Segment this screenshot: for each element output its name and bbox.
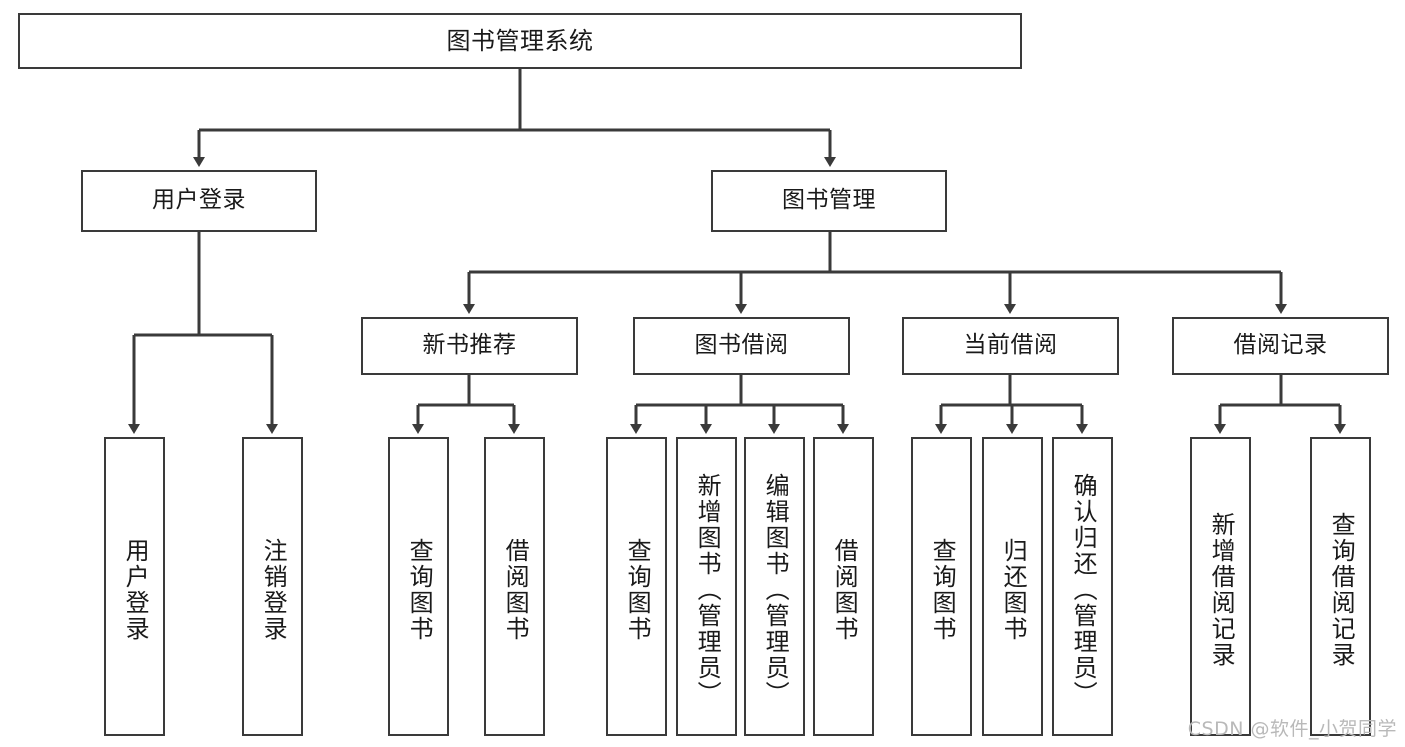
leaf-node-confirm-return-admin[interactable]: 确认归还（管理员） [1052,437,1113,736]
node-label: 当前借阅 [963,332,1058,359]
node-label: 用户登录 [121,537,150,642]
node-label: 新书推荐 [422,332,517,359]
leaf-node-return-books[interactable]: 归还图书 [982,437,1043,736]
node-borrowing-record[interactable]: 借阅记录 [1172,317,1389,375]
node-current-borrowing[interactable]: 当前借阅 [902,317,1119,375]
node-book-management[interactable]: 图书管理 [711,170,947,232]
node-label: 图书借阅 [694,332,789,359]
leaf-node-query-books-rec[interactable]: 查询图书 [388,437,449,736]
node-label: 编辑图书（管理员） [761,472,790,707]
node-label: 查询图书 [405,537,434,642]
node-label: 查询图书 [623,537,652,642]
leaf-node-query-books-borrow[interactable]: 查询图书 [606,437,667,736]
leaf-node-logout[interactable]: 注销登录 [242,437,303,736]
leaf-node-add-borrow-record[interactable]: 新增借阅记录 [1190,437,1251,736]
leaf-node-query-books-current[interactable]: 查询图书 [911,437,972,736]
node-label: 新增图书（管理员） [693,472,722,707]
node-new-book-recommendation[interactable]: 新书推荐 [361,317,578,375]
node-label: 确认归还（管理员） [1069,472,1098,707]
node-root-system[interactable]: 图书管理系统 [18,13,1022,69]
node-label: 用户登录 [152,187,246,214]
node-label: 借阅记录 [1233,332,1328,359]
node-label: 图书管理 [782,187,876,214]
node-label: 新增借阅记录 [1207,511,1236,668]
node-user-login[interactable]: 用户登录 [81,170,317,232]
node-label: 注销登录 [259,537,288,642]
node-label: 归还图书 [999,537,1028,642]
leaf-node-user-login[interactable]: 用户登录 [104,437,165,736]
leaf-node-add-book-admin[interactable]: 新增图书（管理员） [676,437,737,736]
node-book-borrowing[interactable]: 图书借阅 [633,317,850,375]
node-label: 借阅图书 [501,537,530,642]
node-label: 图书管理系统 [446,26,594,55]
node-label: 查询图书 [928,537,957,642]
leaf-node-query-borrow-record[interactable]: 查询借阅记录 [1310,437,1371,736]
watermark-text: CSDN @软件_小贺同学 [1187,718,1397,740]
leaf-node-borrow-books[interactable]: 借阅图书 [813,437,874,736]
leaf-node-borrow-books-rec[interactable]: 借阅图书 [484,437,545,736]
node-label: 查询借阅记录 [1327,511,1356,668]
leaf-node-edit-book-admin[interactable]: 编辑图书（管理员） [744,437,805,736]
node-label: 借阅图书 [830,537,859,642]
